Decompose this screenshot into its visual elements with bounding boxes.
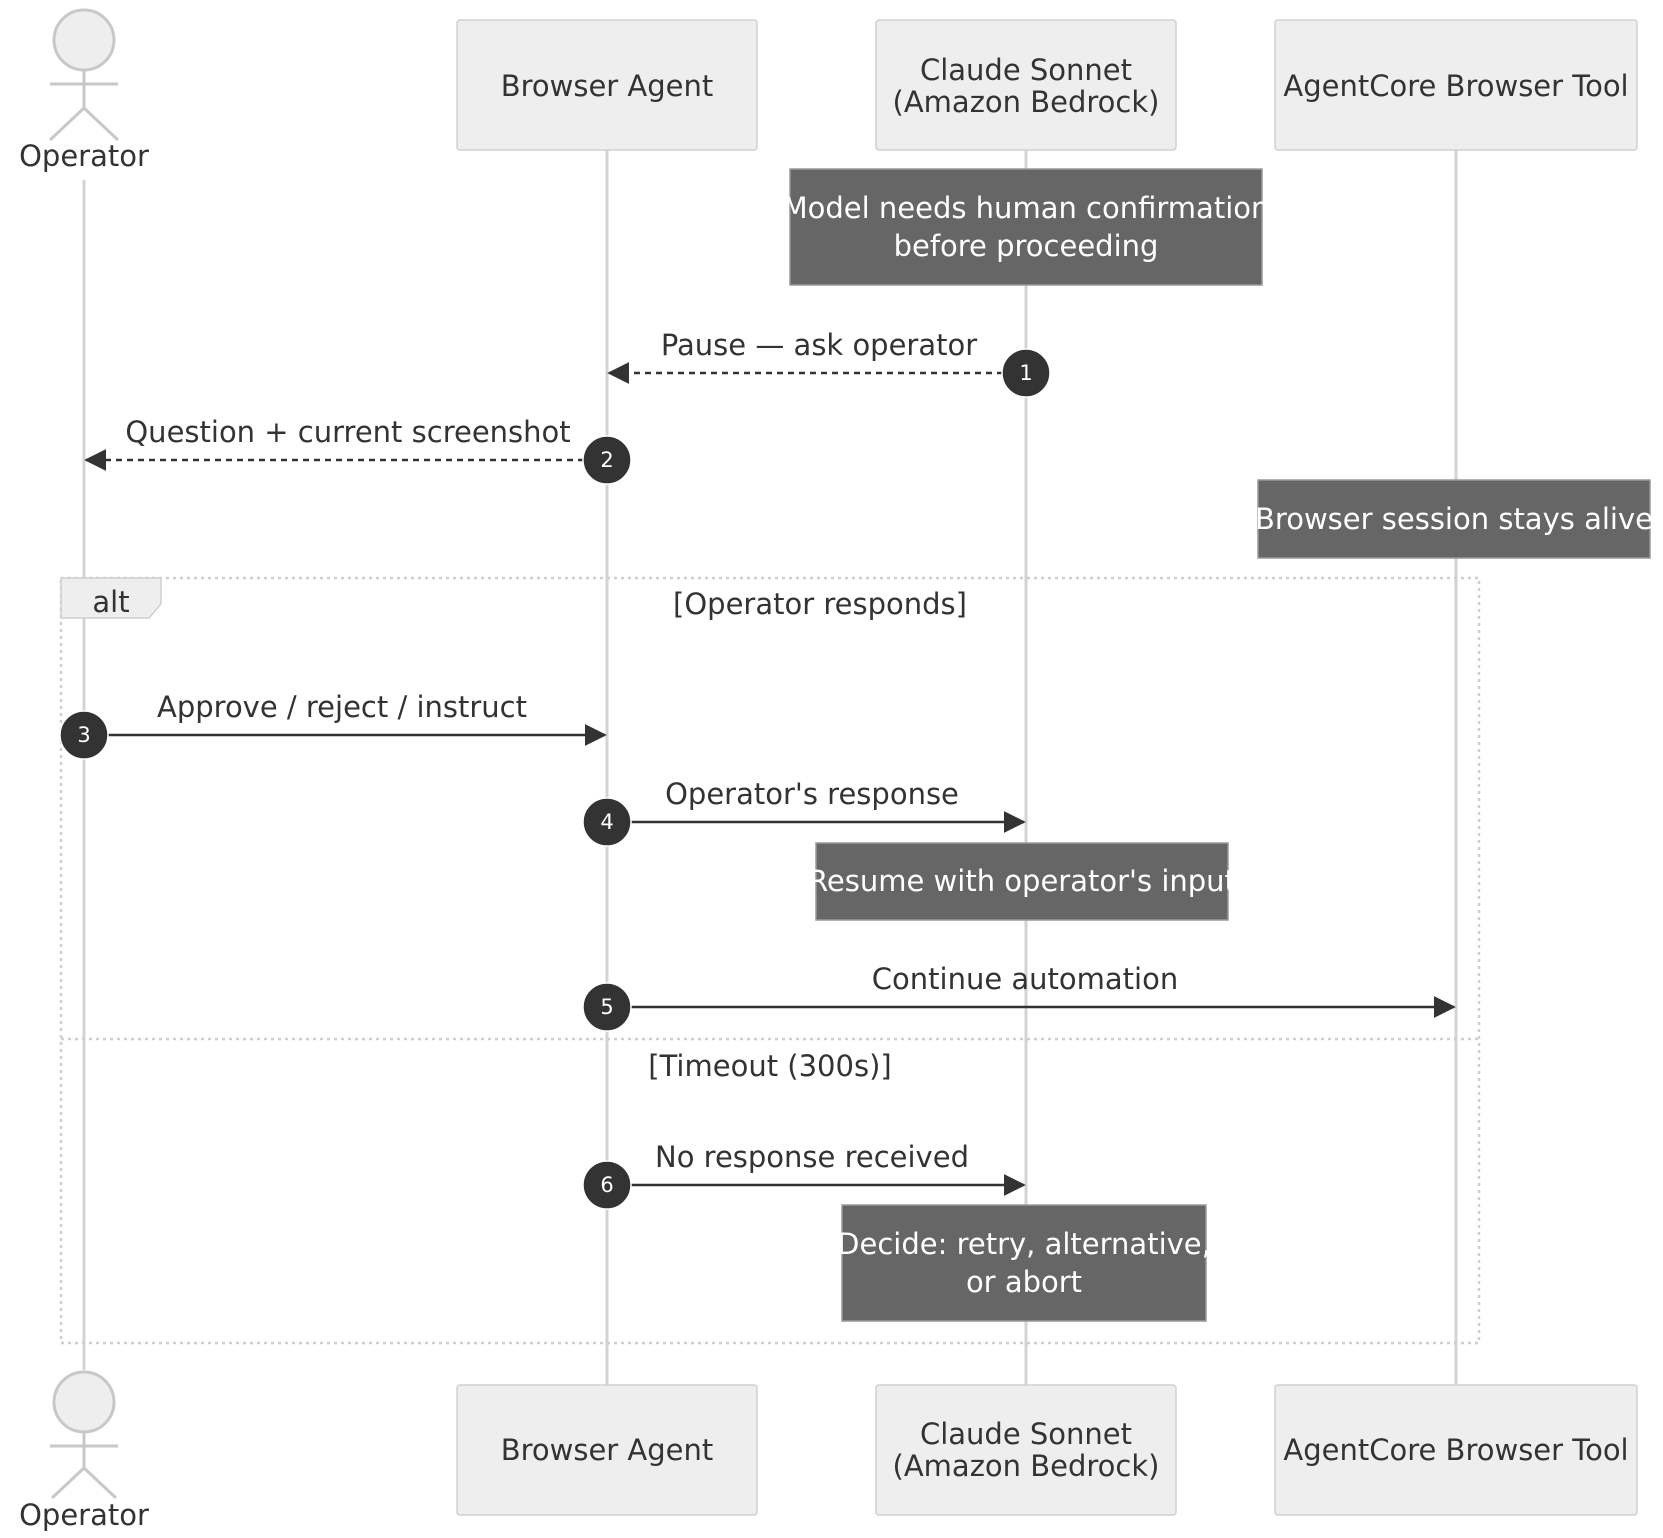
sequence-number-1-text: 1 — [1019, 361, 1032, 385]
note-session-alive-box — [1257, 479, 1651, 559]
note-decide-line2: or abort — [966, 1265, 1082, 1299]
tool-box-top: AgentCore Browser Tool — [1274, 19, 1638, 151]
operator-actor-bottom: Operator — [19, 1370, 149, 1532]
message-3-label: Approve / reject / instruct — [157, 690, 527, 724]
tool-rect-bottom — [1274, 1384, 1638, 1516]
claude-label-line1-top: Claude Sonnet — [920, 53, 1132, 87]
claude-box-bottom: Claude Sonnet (Amazon Bedrock) — [875, 1384, 1177, 1516]
sequence-number-6-text: 6 — [600, 1173, 613, 1197]
sequence-number-4 — [582, 797, 632, 847]
operator-head-icon — [52, 8, 116, 72]
note-decide: Decide: retry, alternative, or abort — [837, 1204, 1211, 1322]
message-6: No response received 6 — [582, 1140, 1026, 1210]
claude-rect-bottom — [875, 1384, 1177, 1516]
claude-label-line1-bottom: Claude Sonnet — [920, 1417, 1132, 1451]
message-1: Pause — ask operator 1 — [607, 328, 1051, 398]
operator-actor-top: Operator — [19, 8, 149, 173]
note-resume-text: Resume with operator's input — [808, 864, 1236, 898]
alt-frame-tab — [60, 577, 162, 619]
note-decide-line1: Decide: retry, alternative, — [837, 1227, 1211, 1261]
sequence-number-5-text: 5 — [600, 995, 613, 1019]
note-model-needs-box — [789, 168, 1263, 286]
browser-agent-label-top: Browser Agent — [501, 69, 714, 103]
browser-agent-rect-top — [456, 19, 758, 151]
browser-agent-rect-bottom — [456, 1384, 758, 1516]
note-session-alive: Browser session stays alive — [1255, 479, 1653, 559]
message-4: Operator's response 4 — [582, 777, 1026, 847]
operator-label-top: Operator — [19, 139, 149, 173]
claude-label-line2-top: (Amazon Bedrock) — [893, 85, 1160, 119]
sequence-number-3 — [59, 710, 109, 760]
tool-box-bottom: AgentCore Browser Tool — [1274, 1384, 1638, 1516]
operator-leg-right-icon-bottom — [82, 1466, 118, 1500]
tool-rect-top — [1274, 19, 1638, 151]
sequence-number-3-text: 3 — [77, 723, 90, 747]
alt-condition-operator-responds: [Operator responds] — [673, 587, 967, 621]
tool-label-top: AgentCore Browser Tool — [1283, 69, 1628, 103]
browser-agent-box-bottom: Browser Agent — [456, 1384, 758, 1516]
operator-leg-left-icon-bottom — [50, 1466, 86, 1500]
operator-label-bottom: Operator — [19, 1498, 149, 1532]
note-decide-box — [841, 1204, 1207, 1322]
operator-leg-right-icon — [82, 106, 120, 142]
note-model-needs-line1: Model needs human confirmation — [783, 191, 1270, 225]
message-1-label: Pause — ask operator — [661, 328, 977, 362]
operator-head-icon-bottom — [52, 1370, 116, 1434]
sequence-number-2-text: 2 — [600, 448, 613, 472]
message-5: Continue automation 5 — [582, 962, 1456, 1032]
alt-condition-timeout: [Timeout (300s)] — [648, 1049, 891, 1083]
message-2-label: Question + current screenshot — [125, 415, 570, 449]
claude-rect-top — [875, 19, 1177, 151]
claude-label-line2-bottom: (Amazon Bedrock) — [893, 1449, 1160, 1483]
sequence-number-6 — [582, 1160, 632, 1210]
tool-label-bottom: AgentCore Browser Tool — [1283, 1433, 1628, 1467]
sequence-number-4-text: 4 — [600, 810, 613, 834]
message-5-label: Continue automation — [872, 962, 1178, 996]
alt-frame-border — [59, 576, 1481, 1345]
message-4-label: Operator's response — [665, 777, 959, 811]
browser-agent-label-bottom: Browser Agent — [501, 1433, 714, 1467]
sequence-number-1 — [1001, 348, 1051, 398]
sequence-number-2 — [582, 435, 632, 485]
note-model-needs-line2: before proceeding — [894, 229, 1159, 263]
alt-frame: alt [Operator responds] [Timeout (300s)] — [59, 576, 1481, 1345]
alt-frame-label: alt — [92, 585, 129, 619]
note-resume-box — [815, 842, 1229, 921]
note-model-needs-confirmation: Model needs human confirmation before pr… — [783, 168, 1270, 286]
message-2: Question + current screenshot 2 — [84, 415, 632, 485]
note-resume: Resume with operator's input — [808, 842, 1236, 921]
sequence-number-5 — [582, 982, 632, 1032]
operator-leg-left-icon — [48, 106, 86, 142]
browser-agent-box-top: Browser Agent — [456, 19, 758, 151]
note-session-alive-text: Browser session stays alive — [1255, 502, 1653, 536]
message-6-label: No response received — [655, 1140, 969, 1174]
message-3: Approve / reject / instruct 3 — [59, 690, 607, 760]
claude-box-top: Claude Sonnet (Amazon Bedrock) — [875, 19, 1177, 151]
